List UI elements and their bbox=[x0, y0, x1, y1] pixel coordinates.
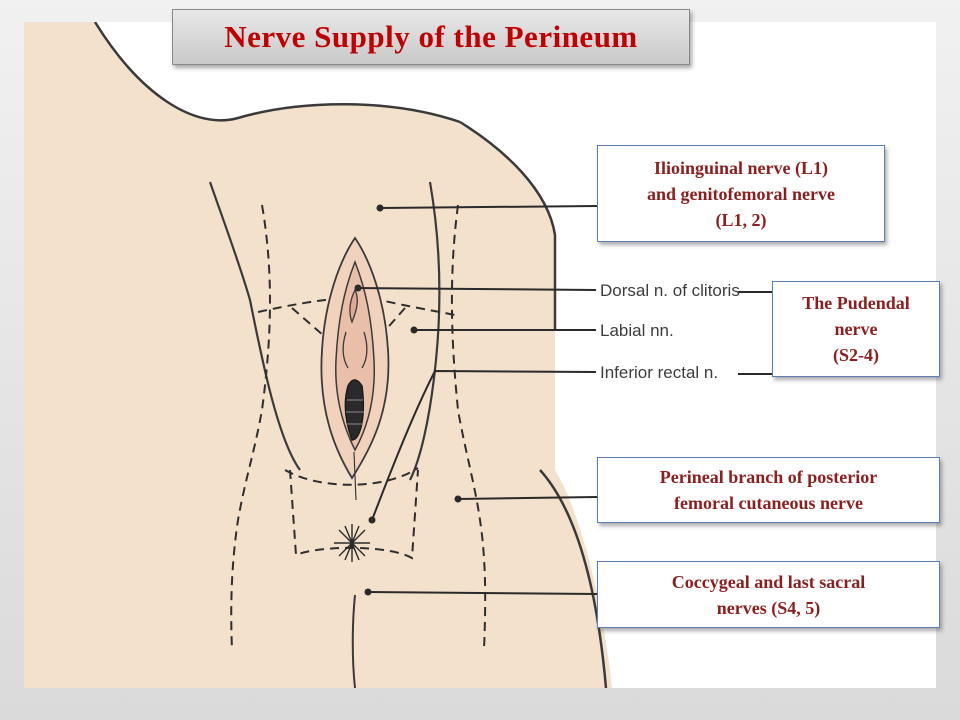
callout-perineal-branch: Perineal branch of posterior femoral cut… bbox=[597, 457, 940, 523]
slide-title-box: Nerve Supply of the Perineum bbox=[172, 9, 690, 65]
gluteal-cleft bbox=[351, 594, 356, 688]
label-inferior-rectal: Inferior rectal n. bbox=[600, 363, 718, 382]
callout-pudendal-text: The Pudendal nerve (S2-4) bbox=[802, 293, 910, 365]
callout-ilioinguinal-text: Ilioinguinal nerve (L1) and genitofemora… bbox=[647, 157, 835, 230]
thigh-outline-right bbox=[459, 120, 557, 330]
buttock-outline-right bbox=[539, 469, 608, 688]
callout-coccygeal-sacral: Coccygeal and last sacral nerves (S4, 5) bbox=[597, 561, 940, 628]
mons-outline-right bbox=[409, 181, 441, 481]
body-skin bbox=[24, 22, 612, 688]
dermatome-boundary-coccyx bbox=[289, 469, 419, 560]
callout-pudendal-nerve: The Pudendal nerve (S2-4) bbox=[772, 281, 940, 377]
pointer-dots bbox=[354, 204, 462, 596]
dermatome-boundary-lower bbox=[284, 467, 419, 486]
label-dorsal-clitoris: Dorsal n. of clitoris bbox=[600, 281, 740, 300]
label-labial-nerves: Labial nn. bbox=[600, 321, 674, 340]
slide-title: Nerve Supply of the Perineum bbox=[224, 19, 638, 54]
anus-illustration bbox=[334, 524, 370, 562]
thigh-outline-left bbox=[93, 22, 461, 124]
callout-ilioinguinal-genitofemoral: Ilioinguinal nerve (L1) and genitofemora… bbox=[597, 145, 885, 242]
callout-coccygeal-text: Coccygeal and last sacral nerves (S4, 5) bbox=[671, 571, 866, 618]
dermatome-boundary-right bbox=[450, 204, 487, 651]
callout-perineal-text: Perineal branch of posterior femoral cut… bbox=[659, 467, 878, 513]
pointer-lines bbox=[357, 205, 772, 595]
mons-outline-left bbox=[208, 181, 301, 471]
vulva-illustration bbox=[320, 236, 390, 501]
dermatome-boundary-left bbox=[230, 204, 271, 651]
